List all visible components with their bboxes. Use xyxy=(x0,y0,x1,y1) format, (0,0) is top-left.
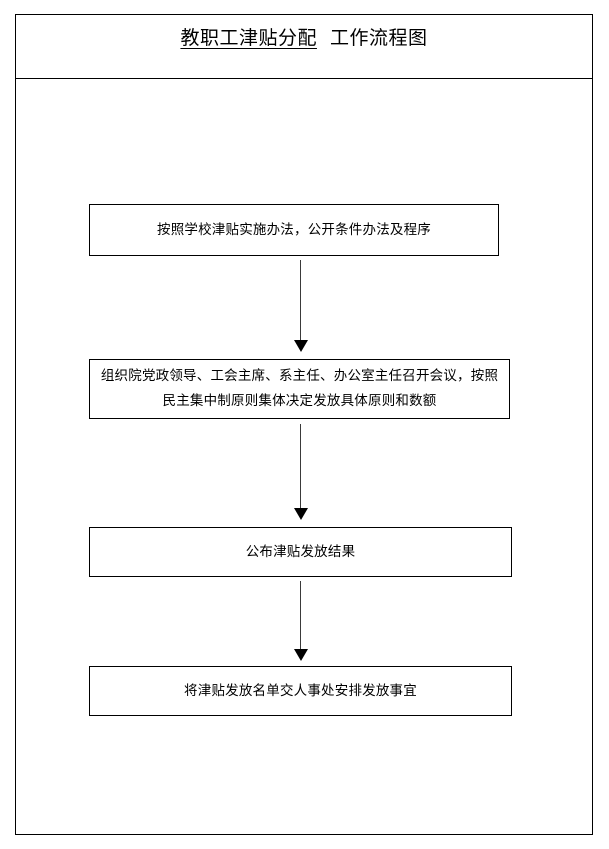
page-title-underlined-part: 教职工津贴分配 xyxy=(180,27,317,49)
arrow-head-icon xyxy=(294,508,308,520)
flow-node-step-1-label: 按照学校津贴实施办法，公开条件办法及程序 xyxy=(157,221,431,238)
flow-node-step-1[interactable]: 按照学校津贴实施办法，公开条件办法及程序 xyxy=(89,204,499,256)
flow-node-step-3[interactable]: 公布津贴发放结果 xyxy=(89,527,512,577)
flow-node-step-2-label: 组织院党政领导、工会主席、系主任、办公室主任召开会议，按照民主集中制原则集体决定… xyxy=(100,368,499,409)
flow-node-step-2[interactable]: 组织院党政领导、工会主席、系主任、办公室主任召开会议，按照民主集中制原则集体决定… xyxy=(89,359,510,419)
flow-arrow-step2-to-step3 xyxy=(293,424,309,520)
flow-node-step-4[interactable]: 将津贴发放名单交人事处安排发放事宜 xyxy=(89,666,512,716)
flow-arrow-step3-to-step4 xyxy=(293,581,309,661)
page-title-suffix: 工作流程图 xyxy=(316,27,428,49)
document-frame: 教职工津贴分配 工作流程图 按照学校津贴实施办法，公开条件办法及程序 组织院党政… xyxy=(15,14,593,835)
arrow-shaft xyxy=(300,424,302,508)
flow-node-step-4-label: 将津贴发放名单交人事处安排发放事宜 xyxy=(184,682,417,699)
arrow-shaft xyxy=(300,260,302,340)
flow-arrow-step1-to-step2 xyxy=(293,260,309,352)
arrow-head-icon xyxy=(294,340,308,352)
arrow-shaft xyxy=(300,581,302,649)
title-band: 教职工津贴分配 工作流程图 xyxy=(16,15,592,79)
flowchart-canvas: 按照学校津贴实施办法，公开条件办法及程序 组织院党政领导、工会主席、系主任、办公… xyxy=(16,79,592,836)
page-title: 教职工津贴分配 工作流程图 xyxy=(180,25,427,51)
arrow-head-icon xyxy=(294,649,308,661)
flow-node-step-3-label: 公布津贴发放结果 xyxy=(245,543,356,560)
